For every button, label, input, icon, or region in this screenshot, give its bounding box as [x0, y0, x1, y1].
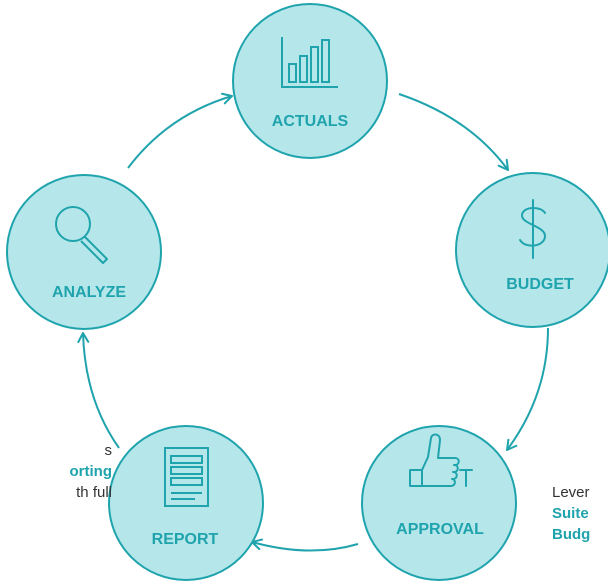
right-note-line-1: Lever — [552, 484, 590, 501]
node-budget: BUDGET — [455, 172, 608, 328]
magnifier-icon — [55, 206, 108, 264]
node-report-label: REPORT — [152, 531, 219, 548]
node-report: REPORT — [108, 425, 264, 581]
left-note: s orting th full — [0, 440, 113, 503]
edge-approval-report — [250, 538, 359, 552]
edge-budget-approval — [506, 327, 549, 451]
thumbs-up-icon — [409, 433, 473, 487]
node-approval: APPROVAL — [361, 425, 517, 581]
right-note: Lever Suite Budg — [552, 482, 608, 545]
right-note-line-2: Suite — [552, 505, 589, 522]
bar-chart-icon — [281, 37, 338, 88]
node-analyze-label: ANALYZE — [52, 284, 126, 301]
node-actuals: ACTUALS — [232, 3, 388, 159]
node-analyze: ANALYZE — [6, 174, 162, 330]
edge-actuals-budget — [398, 93, 509, 171]
edge-analyze-actuals — [127, 92, 233, 169]
node-budget-label: BUDGET — [506, 276, 574, 293]
dollar-icon — [519, 199, 547, 259]
left-note-line-1: s — [104, 442, 113, 459]
node-actuals-label: ACTUALS — [272, 113, 349, 130]
left-note-line-3: th full — [76, 484, 112, 501]
left-note-line-2: orting — [69, 463, 113, 480]
node-approval-label: APPROVAL — [396, 521, 484, 538]
document-icon — [164, 447, 209, 507]
edge-report-analyze — [77, 332, 120, 449]
right-note-line-3: Budg — [552, 526, 591, 543]
